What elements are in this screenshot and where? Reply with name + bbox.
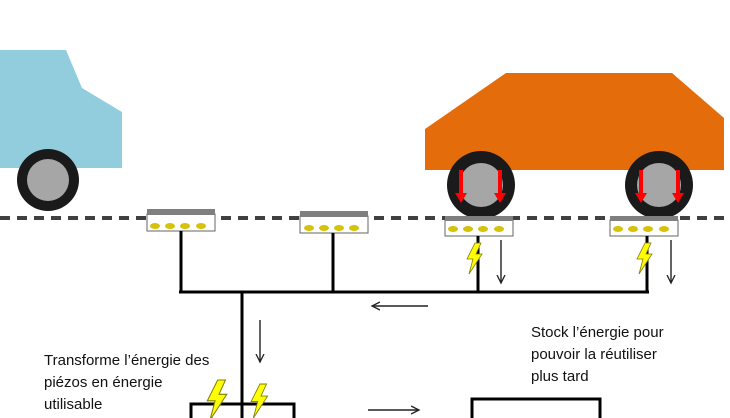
piezo-sensor-3 [444,216,514,237]
piezo-dot [196,223,206,229]
converter-box [189,402,296,418]
car-right [425,73,724,219]
car-left-wheel [17,149,79,211]
piezo-dot [448,226,458,232]
lightning-icon [250,383,269,418]
storage-box [470,397,602,418]
car-left-body [0,50,122,168]
piezo-dot [463,226,473,232]
piezo-dot [180,223,190,229]
piezo-top-plate [445,216,513,221]
piezo-dot [334,225,344,231]
piezo-top-plate [300,211,368,217]
piezo-dot [628,226,638,232]
car-right-wheel-front [447,151,515,219]
piezo-dot [613,226,623,232]
car-right-body [425,73,724,170]
piezo-dot [643,226,653,232]
piezo-dot [349,225,359,231]
piezo-sensor-4 [609,216,679,237]
piezo-dot [659,226,669,232]
piezo-dot [478,226,488,232]
lightning-icon [636,242,653,275]
lightning-icon [466,242,483,275]
storage-description: Stock l’énergie pour pouvoir la réutilis… [531,324,664,385]
piezo-dot [304,225,314,231]
piezo-dot [319,225,329,231]
converter-description: Transforme l’énergie des piézos en énerg… [44,352,210,413]
piezo-dot [494,226,504,232]
piezo-sensor-1 [146,209,216,232]
wheel-hub [637,163,681,207]
lightning-icon [206,379,228,418]
piezo-top-plate [610,216,678,221]
piezo-sensor-2 [299,211,369,234]
piezo-dot [165,223,175,229]
wheel-hub [27,159,69,201]
piezo-top-plate [147,209,215,215]
car-left [0,50,122,211]
car-right-wheel-rear [625,151,693,219]
wheel-hub [459,163,503,207]
piezo-dot [150,223,160,229]
